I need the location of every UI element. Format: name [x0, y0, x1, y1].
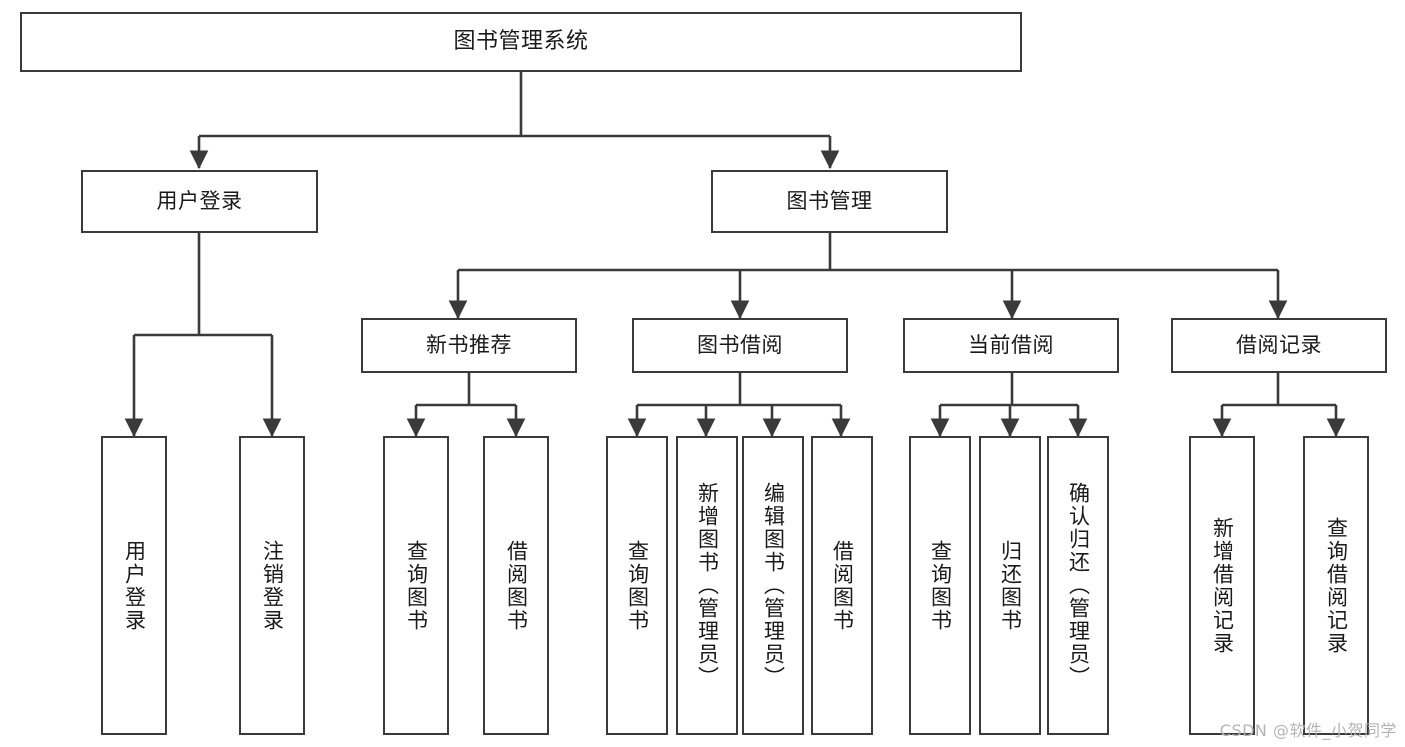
node-leaf-current-return-book[interactable]: 归还图书 — [979, 436, 1041, 735]
node-leaf-records-add-label: 新增借阅记录 — [1210, 516, 1235, 655]
node-borrow-records-label: 借阅记录 — [1236, 333, 1322, 358]
node-book-borrow[interactable]: 图书借阅 — [632, 318, 848, 373]
node-leaf-current-return-book-label: 归还图书 — [998, 539, 1023, 632]
node-leaf-newbook-borrow-book[interactable]: 借阅图书 — [483, 436, 549, 735]
node-book-management-label: 图书管理 — [786, 189, 873, 214]
node-book-management[interactable]: 图书管理 — [711, 170, 948, 233]
node-user-login-label: 用户登录 — [156, 189, 243, 214]
node-leaf-borrow-edit-book-label: 编辑图书（管理员） — [761, 482, 786, 689]
node-user-login[interactable]: 用户登录 — [81, 170, 318, 233]
node-leaf-borrow-add-book[interactable]: 新增图书（管理员） — [676, 436, 738, 735]
node-root-label: 图书管理系统 — [453, 29, 589, 55]
node-leaf-user-login-label: 用户登录 — [122, 539, 147, 632]
node-leaf-logout-label: 注销登录 — [260, 539, 285, 632]
node-leaf-current-query-book[interactable]: 查询图书 — [909, 436, 971, 735]
node-leaf-current-confirm-return[interactable]: 确认归还（管理员） — [1047, 436, 1109, 735]
node-leaf-records-query-label: 查询借阅记录 — [1324, 516, 1349, 655]
node-leaf-current-query-book-label: 查询图书 — [928, 539, 953, 632]
node-leaf-newbook-query-book-label: 查询图书 — [404, 539, 429, 632]
node-book-borrow-label: 图书借阅 — [697, 333, 783, 358]
node-new-book-recommend-label: 新书推荐 — [426, 333, 512, 358]
node-root[interactable]: 图书管理系统 — [20, 12, 1022, 72]
node-leaf-newbook-borrow-book-label: 借阅图书 — [504, 539, 529, 632]
node-borrow-records[interactable]: 借阅记录 — [1171, 318, 1387, 373]
node-leaf-logout[interactable]: 注销登录 — [239, 436, 305, 735]
node-leaf-borrow-lend-book[interactable]: 借阅图书 — [811, 436, 873, 735]
node-current-borrow-label: 当前借阅 — [968, 333, 1054, 358]
node-leaf-user-login[interactable]: 用户登录 — [101, 436, 167, 735]
node-leaf-borrow-edit-book[interactable]: 编辑图书（管理员） — [742, 436, 804, 735]
node-leaf-borrow-query-book-label: 查询图书 — [625, 539, 650, 632]
node-new-book-recommend[interactable]: 新书推荐 — [361, 318, 577, 373]
node-leaf-current-confirm-return-label: 确认归还（管理员） — [1066, 482, 1091, 689]
node-leaf-borrow-query-book[interactable]: 查询图书 — [606, 436, 668, 735]
node-leaf-records-query[interactable]: 查询借阅记录 — [1303, 436, 1369, 735]
node-current-borrow[interactable]: 当前借阅 — [903, 318, 1119, 373]
node-leaf-records-add[interactable]: 新增借阅记录 — [1189, 436, 1255, 735]
node-leaf-newbook-query-book[interactable]: 查询图书 — [383, 436, 449, 735]
watermark: CSDN @软件_小贺同学 — [1219, 721, 1397, 740]
node-leaf-borrow-lend-book-label: 借阅图书 — [830, 539, 855, 632]
node-leaf-borrow-add-book-label: 新增图书（管理员） — [695, 482, 720, 689]
